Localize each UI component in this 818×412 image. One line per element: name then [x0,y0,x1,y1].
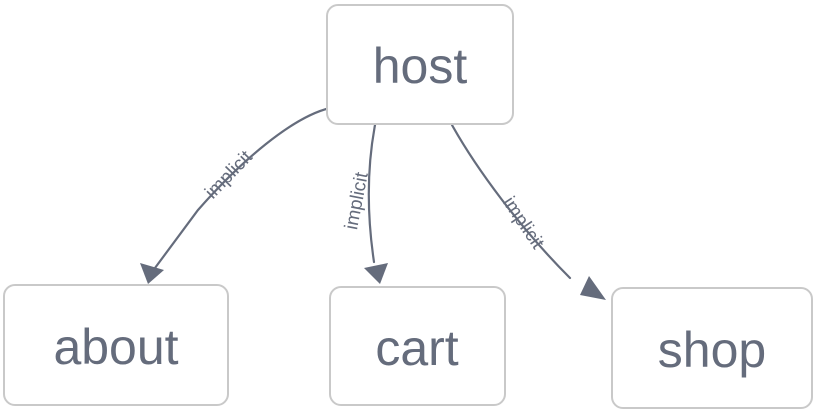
nodes-layer: host about cart shop [3,4,813,409]
node-shop[interactable]: shop [611,287,813,409]
arrowhead-shop-icon [580,276,606,300]
node-cart-box [329,286,506,406]
node-host-box [326,4,514,125]
arrowhead-cart-icon [364,263,388,284]
node-cart-label: cart [375,320,458,376]
edge-host-cart[interactable]: implicit [341,123,388,284]
edges-layer: implicit implicit implicit [140,106,606,300]
node-shop-box [611,287,813,409]
edge-host-shop-path [450,123,572,280]
edge-label-host-about: implicit [201,146,257,203]
node-about-box [3,284,229,406]
node-about-label: about [53,319,178,375]
node-host-label: host [373,38,468,94]
edge-host-about[interactable]: implicit [140,106,332,284]
edge-host-about-path [150,106,332,274]
node-host[interactable]: host [326,4,514,125]
node-cart[interactable]: cart [329,286,506,406]
node-shop-label: shop [658,322,766,378]
edge-host-shop[interactable]: implicit [450,123,606,300]
edge-host-cart-path [367,123,377,264]
node-about[interactable]: about [3,284,229,406]
arrowhead-about-icon [140,263,164,284]
edge-label-host-shop: implicit [498,193,548,253]
